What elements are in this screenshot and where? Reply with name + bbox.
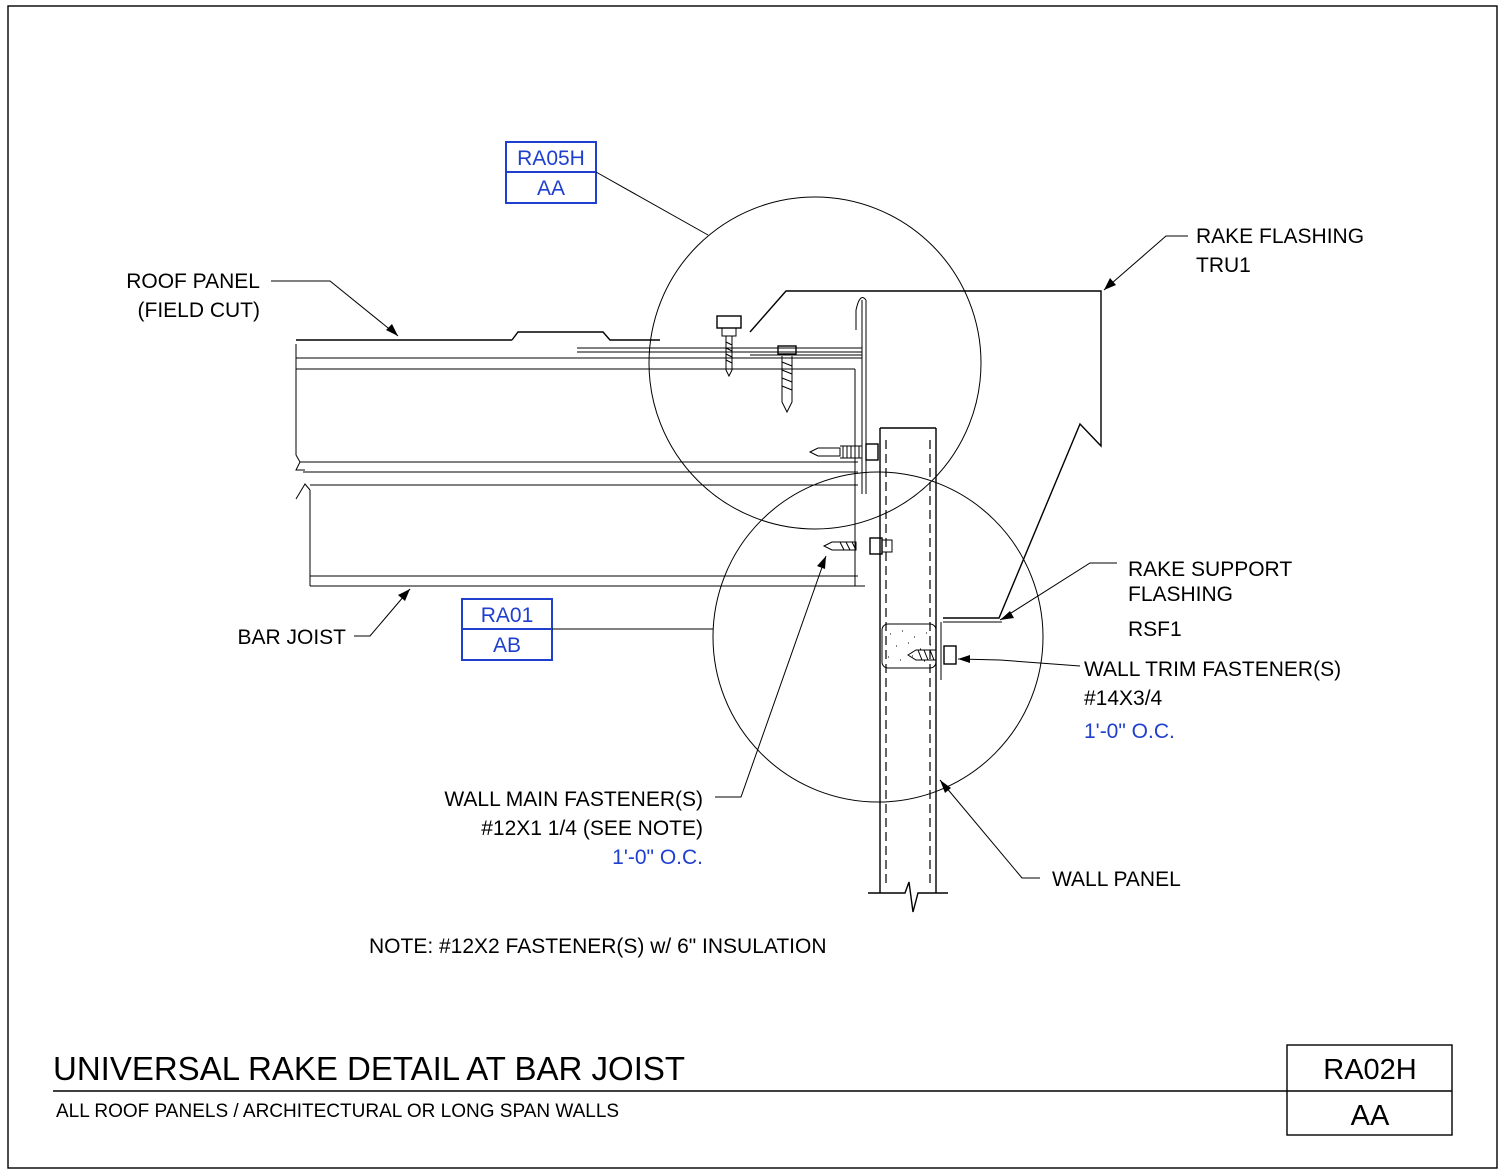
rake-flashing — [749, 290, 1102, 623]
leader-wall-main — [715, 555, 827, 798]
drawing-subtitle: ALL ROOF PANELS / ARCHITECTURAL OR LONG … — [56, 1101, 619, 1122]
closure-sealant — [881, 623, 937, 669]
roof-panel — [296, 331, 862, 356]
title-block-sheet: RA02H — [1323, 1054, 1417, 1086]
detail-ref-bottom[interactable]: RA01 AB — [461, 598, 553, 661]
roof-fastener-1 — [716, 315, 742, 378]
leader-wall-panel — [939, 779, 1040, 879]
leader-rake-flashing — [1103, 235, 1188, 291]
detail-ref-bottom-detail: AB — [493, 634, 521, 657]
sheet-border — [7, 5, 1498, 1169]
label-rake-support-2: FLASHING — [1128, 583, 1233, 606]
label-wall-trim-2: #14X3/4 — [1084, 687, 1163, 710]
label-rake-flashing-1: RAKE FLASHING — [1196, 225, 1364, 248]
label-bar-joist: BAR JOIST — [237, 626, 346, 649]
wall-main-fastener-lower — [822, 537, 893, 555]
detail-ref-bottom-sheet: RA01 — [481, 604, 534, 627]
label-rake-flashing-2: TRU1 — [1196, 254, 1251, 277]
detail-ref-top-detail: AA — [537, 177, 565, 200]
roof-fastener-2 — [777, 345, 797, 414]
label-rake-support-1: RAKE SUPPORT — [1128, 558, 1292, 581]
bar-joist — [295, 344, 865, 587]
wall-trim-fastener — [907, 622, 957, 680]
detail-ref-top[interactable]: RA05H AA — [505, 141, 597, 204]
label-wall-main-2: #12X1 1/4 (SEE NOTE) — [481, 817, 703, 840]
drawing-title: UNIVERSAL RAKE DETAIL AT BAR JOIST — [53, 1050, 685, 1087]
label-wall-trim-3: 1'-0" O.C. — [1084, 720, 1175, 743]
label-wall-main-1: WALL MAIN FASTENER(S) — [444, 788, 703, 811]
leader-bar-joist — [354, 588, 411, 637]
leader-roof-panel — [271, 280, 399, 337]
detail-ref-top-sheet: RA05H — [517, 147, 585, 170]
label-wall-panel: WALL PANEL — [1052, 868, 1181, 891]
detail-callout-circle-bottom — [712, 471, 1044, 803]
label-wall-trim-1: WALL TRIM FASTENER(S) — [1084, 658, 1341, 681]
leader-wall-trim — [957, 655, 1081, 667]
label-wall-main-3: 1'-0" O.C. — [612, 846, 703, 869]
wall-main-fastener-upper — [808, 443, 879, 461]
title-block-detail: AA — [1351, 1100, 1390, 1132]
label-roof-panel-2: (FIELD CUT) — [138, 299, 261, 322]
label-roof-panel-1: ROOF PANEL — [126, 270, 260, 293]
detail-callout-circle-top — [648, 196, 982, 530]
title-block: UNIVERSAL RAKE DETAIL AT BAR JOIST ALL R… — [53, 1044, 1453, 1136]
insulation-note: NOTE: #12X2 FASTENER(S) w/ 6" INSULATION — [369, 935, 827, 958]
leader-rake-support — [999, 562, 1117, 621]
label-rake-support-3: RSF1 — [1128, 618, 1182, 641]
